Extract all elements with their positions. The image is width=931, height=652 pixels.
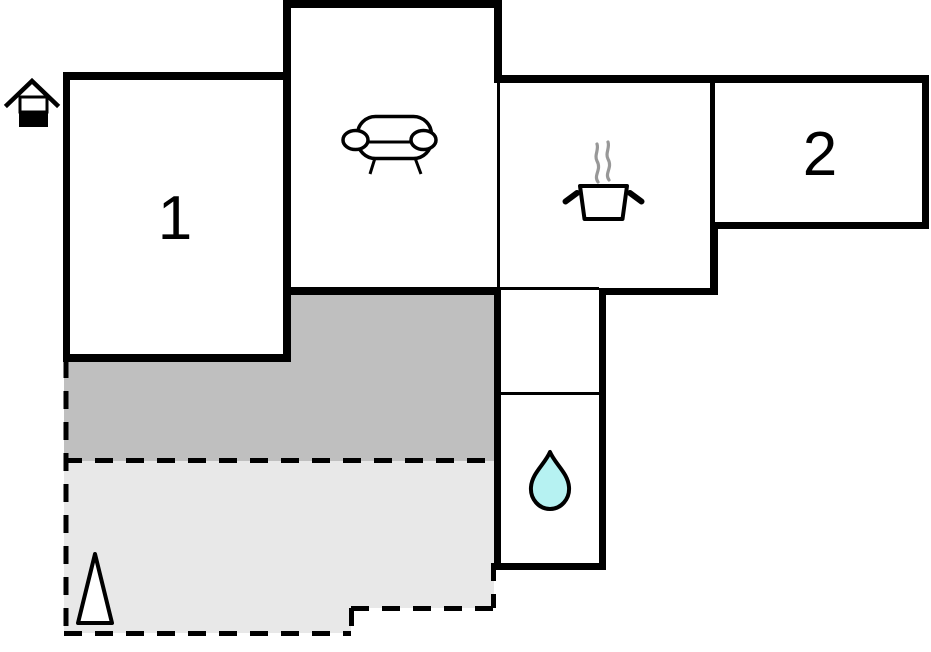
terrace-dashed-border (63, 360, 497, 636)
wall-hallway-top (501, 287, 599, 290)
hallway-bathroom-area (494, 287, 606, 570)
wall-kitchen-top (494, 75, 929, 83)
sofa-icon (341, 114, 438, 175)
wall-kitchen-room2-divider (710, 83, 715, 222)
entrance-icon (3, 77, 61, 127)
terrace-covered (64, 295, 494, 461)
wall-living-left-room1-right (283, 0, 291, 362)
wall-kitchen-bottom (599, 288, 717, 295)
room-2-label: 2 (803, 120, 837, 189)
wall-bathroom-bottom (494, 563, 606, 570)
wall-room1-bottom (63, 354, 291, 362)
wall-bathroom-left (494, 287, 501, 570)
water-drop-icon (528, 450, 572, 511)
wall-hallway-bathroom-divider (501, 392, 599, 395)
wall-bathroom-right (599, 288, 606, 570)
wall-room1-top (63, 72, 291, 80)
room-1-label: 1 (158, 184, 192, 253)
wall-room2-right (922, 75, 929, 229)
wall-living-top (283, 0, 501, 8)
terrace-open (64, 461, 494, 633)
steam-icon (594, 140, 612, 184)
wall-living-kitchen-divider (497, 83, 500, 287)
wall-living-right-upper (494, 0, 502, 83)
room-1-area (63, 72, 291, 362)
wall-room1-left (63, 72, 70, 362)
room-2-area (710, 75, 929, 229)
cooking-pot-icon (562, 140, 645, 221)
wall-living-bottom (283, 287, 501, 295)
wall-room2-bottom (710, 222, 929, 229)
wall-kitchen-right-lower (710, 222, 718, 295)
tree-icon (76, 552, 114, 625)
walls (63, 0, 929, 570)
